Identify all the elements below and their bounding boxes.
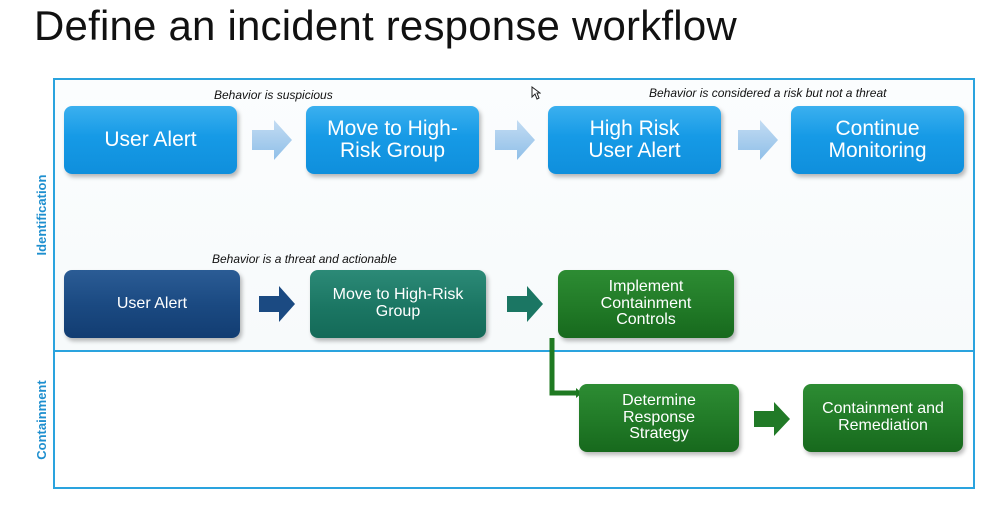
step-label: Group <box>375 303 421 320</box>
note-suspicious: Behavior is suspicious <box>214 88 333 102</box>
step-label: Monitoring <box>828 139 927 162</box>
step-label: User Alert <box>116 294 188 312</box>
slide-title: Define an incident response workflow <box>34 2 737 49</box>
step-label: Move to High- <box>327 116 458 140</box>
arrow-right-icon <box>252 120 292 160</box>
step-label: User Alert <box>104 127 197 151</box>
note-risk-not-threat: Behavior is considered a risk but not a … <box>649 86 887 100</box>
step-label: Implement <box>608 277 684 295</box>
step-label: Remediation <box>838 417 928 434</box>
step-label: Risk Group <box>339 139 446 162</box>
arrow-right-icon <box>738 120 778 160</box>
step-label: Containment <box>600 294 692 312</box>
step-label: Strategy <box>629 425 689 443</box>
step-label: Determine <box>622 391 696 409</box>
step-move-to-high-risk-group[interactable]: Move to High-Risk Group <box>306 106 479 174</box>
step-label: Move to High-Risk <box>332 286 464 304</box>
arrow-right-icon <box>754 402 790 436</box>
lane-divider <box>53 350 975 352</box>
step-label: Controls <box>616 311 676 329</box>
step-label: Containment and <box>822 400 944 418</box>
note-threat-actionable: Behavior is a threat and actionable <box>212 252 397 266</box>
arrow-right-icon <box>507 286 543 322</box>
step-user-alert[interactable]: User Alert <box>64 106 237 174</box>
step-label: Response <box>622 408 696 426</box>
arrow-right-icon <box>259 286 295 322</box>
step-label: High Risk <box>589 116 680 140</box>
step-label: Continue <box>835 116 920 140</box>
lane-label-identification: Identification <box>34 174 49 256</box>
mouse-cursor-icon <box>531 86 541 100</box>
step-user-alert-threat[interactable]: User Alert <box>64 270 240 338</box>
step-label: User Alert <box>588 139 681 162</box>
lane-label-containment: Containment <box>34 380 49 460</box>
arrow-right-icon <box>495 120 535 160</box>
